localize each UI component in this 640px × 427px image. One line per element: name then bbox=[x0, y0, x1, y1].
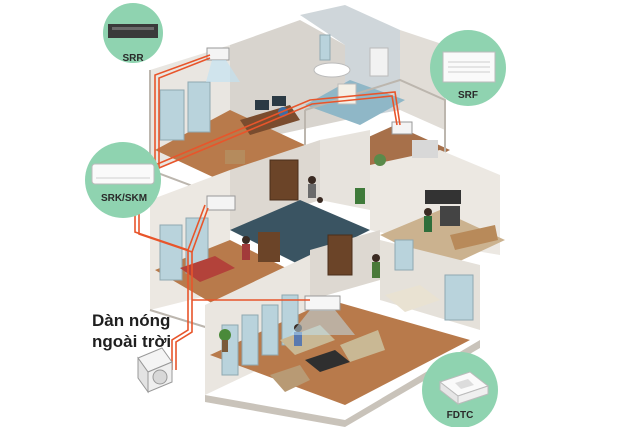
hall-door bbox=[270, 160, 298, 200]
srk-label: SRK/SKM bbox=[98, 193, 150, 204]
fdtc-label: FDTC bbox=[440, 410, 480, 421]
srk-badge bbox=[85, 142, 161, 218]
outdoor-label-line2: ngoài trời bbox=[92, 331, 212, 352]
srf-label: SRF bbox=[448, 90, 488, 101]
wall-mounted-unit-icon bbox=[92, 164, 154, 184]
outdoor-unit-label: Dàn nóng ngoài trời bbox=[92, 310, 212, 352]
living-door bbox=[328, 235, 352, 275]
lower-wall-unit-icon bbox=[207, 196, 235, 210]
office-ducted-unit-icon bbox=[207, 48, 229, 60]
outdoor-condenser-icon bbox=[138, 348, 172, 392]
bedroom-wall-unit-icon bbox=[392, 122, 412, 134]
srr-label: SRR bbox=[113, 53, 153, 64]
living-cassette-unit-icon bbox=[305, 296, 340, 310]
outdoor-label-line1: Dàn nóng bbox=[92, 310, 212, 331]
ducted-unit-icon bbox=[108, 24, 158, 38]
